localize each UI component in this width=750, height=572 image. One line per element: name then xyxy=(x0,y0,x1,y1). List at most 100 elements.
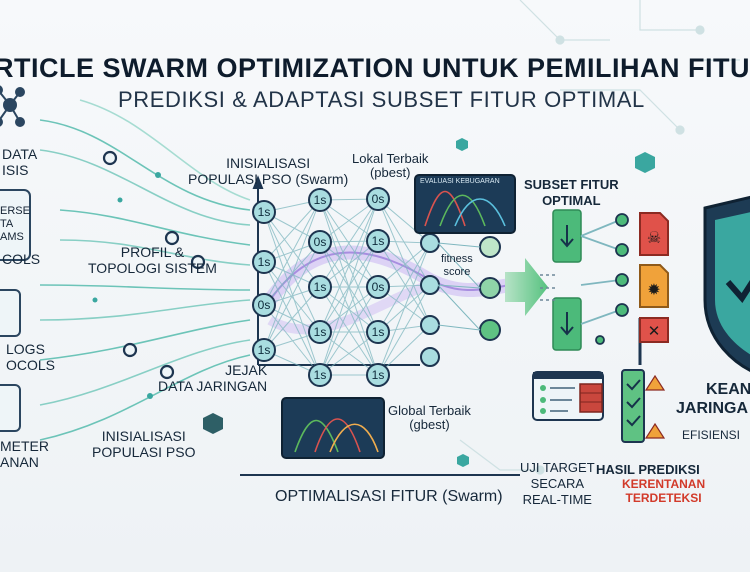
input-streams xyxy=(39,99,251,441)
evaluation-monitor-top xyxy=(414,174,516,234)
label-hasil-prediksi: HASIL PREDIKSI xyxy=(596,462,700,477)
network-edges xyxy=(263,198,431,376)
svg-text:✕: ✕ xyxy=(648,322,661,340)
swarm-node: 0s xyxy=(366,275,390,299)
shield-icon xyxy=(703,195,750,372)
swarm-trajectory-2 xyxy=(267,280,432,335)
label-inisialisasi-bottom: INISIALISASI POPULASI PSO xyxy=(92,428,196,460)
network-edge xyxy=(263,241,321,351)
network-edge xyxy=(377,242,431,333)
output-arrow xyxy=(505,258,548,316)
swarm-node-label: 1s xyxy=(258,205,271,219)
fitness-edges xyxy=(437,242,481,331)
left-icon-boxes xyxy=(0,189,31,432)
alert-flag: ✕ xyxy=(638,317,669,365)
swarm-node: 0s xyxy=(252,293,276,317)
network-edge xyxy=(377,324,431,376)
stream-nodes xyxy=(92,150,206,399)
label-lokal-terbaik: Lokal Terbaik (pbest) xyxy=(352,151,429,180)
network-edge xyxy=(263,199,321,351)
label-uji-target: UJI TARGET SECARA REAL-TIME xyxy=(520,460,595,507)
threat-file-red: ☠ xyxy=(639,212,669,256)
diagram-title: RTICLE SWARM OPTIMIZATION UNTUK PEMILIHA… xyxy=(0,53,750,83)
network-edge xyxy=(319,240,379,376)
network-edge xyxy=(263,211,321,376)
evaluation-monitor-bottom xyxy=(281,397,385,459)
label-global-terbaik: Global Terbaik (gbest) xyxy=(388,403,471,432)
network-edge xyxy=(263,199,321,306)
label-fitness-score: fitness score xyxy=(441,253,473,278)
swarm-node-label: 0s xyxy=(258,298,271,312)
realtime-target-panel xyxy=(532,371,604,421)
network-edge xyxy=(319,331,379,376)
threat-file-orange: ✹ xyxy=(639,264,669,308)
subset-output-nodes xyxy=(580,213,629,345)
network-edge xyxy=(263,304,321,376)
background-circuit xyxy=(459,0,740,475)
swarm-node-label: 1s xyxy=(258,343,271,357)
network-edge xyxy=(263,199,321,263)
swarm-node: 1s xyxy=(366,320,390,344)
network-edge xyxy=(319,240,379,288)
label-efisiensi: EFISIENSI xyxy=(682,428,741,442)
network-edge xyxy=(263,211,321,333)
label-kerentanan: KERENTANAN TERDETEKSI xyxy=(622,477,706,505)
subset-dashes xyxy=(540,274,555,301)
label-optimalisasi: OPTIMALISASI FITUR (Swarm) xyxy=(275,488,503,505)
left-network-icon xyxy=(0,85,25,127)
swarm-node-label: 1s xyxy=(314,325,327,339)
swarm-node-label: 1s xyxy=(372,234,385,248)
swarm-node-label: 0s xyxy=(372,192,385,206)
label-profil-topologi: PROFIL & TOPOLOGI SISTEM xyxy=(88,244,217,276)
swarm-node-label: 1s xyxy=(314,280,327,294)
network-edge xyxy=(319,198,379,376)
prediction-result-bar xyxy=(621,369,666,443)
swarm-node-label: 1s xyxy=(314,368,327,382)
diagram-subtitle: PREDIKSI & ADAPTASI SUBSET FITUR OPTIMAL xyxy=(118,87,645,112)
label-inisialisasi-top: INISIALISASI POPULASI PSO (Swarm) xyxy=(188,155,349,187)
swarm-node-label: 1s xyxy=(314,193,327,207)
label-keamanan: KEAN xyxy=(706,381,750,398)
network-edge xyxy=(319,198,379,288)
swarm-node: 1s xyxy=(308,188,332,212)
svg-text:✹: ✹ xyxy=(647,280,660,299)
swarm-node: 1s xyxy=(366,363,390,387)
network-edge xyxy=(319,286,379,376)
network-edge xyxy=(263,241,321,306)
label-jejak-data: JEJAK DATA JARINGAN xyxy=(158,362,268,394)
network-edge xyxy=(377,242,431,376)
swarm-node xyxy=(420,275,440,295)
network-edge xyxy=(319,286,379,333)
network-edge xyxy=(377,284,431,376)
fitness-nodes xyxy=(420,236,501,367)
label-evaluasi-kebugaran: EVALUASI KEBUGARAN xyxy=(420,178,500,185)
swarm-node xyxy=(420,315,440,335)
swarm-node-label: 1s xyxy=(258,255,271,269)
swarm-node: 1s xyxy=(252,250,276,274)
decor-hexagons xyxy=(203,138,655,467)
left-label-cols: COLS xyxy=(2,251,41,267)
network-edge xyxy=(377,198,431,326)
swarm-node-label: 1s xyxy=(372,325,385,339)
network-edge xyxy=(263,286,321,351)
swarm-node: 1s xyxy=(252,200,276,224)
swarm-node: 0s xyxy=(366,187,390,211)
swarm-node: 1s xyxy=(366,229,390,253)
network-edge xyxy=(319,198,379,243)
label-jaringan: JARINGA xyxy=(676,400,749,417)
svg-text:☠: ☠ xyxy=(647,228,661,247)
swarm-node: 1s xyxy=(252,338,276,362)
swarm-node: 1s xyxy=(308,320,332,344)
swarm-node-label: 0s xyxy=(372,280,385,294)
network-edge xyxy=(377,240,431,326)
network-edge xyxy=(319,198,379,333)
swarm-node: 1s xyxy=(308,275,332,299)
network-edge xyxy=(263,211,321,288)
subset-feature-arrows xyxy=(560,225,574,336)
